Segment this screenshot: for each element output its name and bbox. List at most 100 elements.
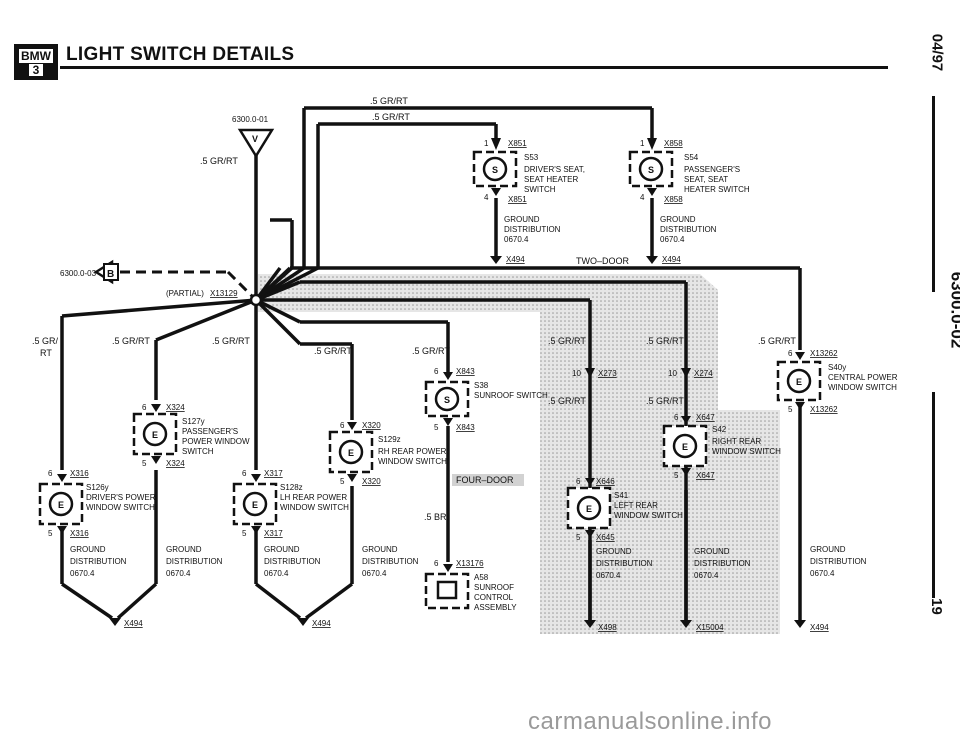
right-gnd-point: X494 xyxy=(810,623,829,632)
s126y-line-2: WINDOW SWITCH xyxy=(86,503,155,512)
a58-line-3: ASSEMBLY xyxy=(474,603,517,612)
s40y-ground-1: GROUND xyxy=(810,545,846,554)
s129z-conn-top: X320 xyxy=(362,421,381,430)
svg-text:E: E xyxy=(586,504,592,514)
s126y-conn-top: X316 xyxy=(70,469,89,478)
s42-line-1: RIGHT REAR xyxy=(712,437,761,446)
s129z-conn-bot: X320 xyxy=(362,477,381,486)
s40y-line-1: CENTRAL POWER xyxy=(828,373,898,382)
s53-pin-top: 1 xyxy=(484,139,489,148)
wire-label-c: .5 GR/RT xyxy=(314,346,352,356)
x15004-label: X15004 xyxy=(696,623,724,632)
window-switch-icon xyxy=(786,368,812,394)
svg-text:S: S xyxy=(648,165,654,175)
bmw-logo: BMW 3 xyxy=(14,44,58,80)
s42-line-2: WINDOW SWITCH xyxy=(712,447,781,456)
a58-name: A58 xyxy=(474,573,489,582)
s38-conn-top: X843 xyxy=(456,367,475,376)
s129z-ground-3: 0670.4 xyxy=(362,569,387,578)
s127y-ground-3: 0670.4 xyxy=(166,569,191,578)
s126y-line-1: DRIVER'S POWER xyxy=(86,493,156,502)
s42-ground-2: DISTRIBUTION xyxy=(694,559,751,568)
s128z-ground-3: 0670.4 xyxy=(264,569,289,578)
ground-icon xyxy=(646,256,658,264)
s53-pin-bot: 4 xyxy=(484,193,489,202)
s129z-ground-2: DISTRIBUTION xyxy=(362,557,419,566)
wire-label-i: .5 GR/RT xyxy=(758,336,796,346)
wire-label-gr: .5 GR/ xyxy=(32,336,59,346)
s129z-ground-1: GROUND xyxy=(362,545,398,554)
svg-text:B: B xyxy=(107,269,114,280)
s40y-name: S40y xyxy=(828,363,846,372)
s40y-ground-2: DISTRIBUTION xyxy=(810,557,867,566)
ref-6300-03: 6300.0-03 xyxy=(60,269,97,278)
logo-series: 3 xyxy=(29,64,43,76)
s53-line-3: SWITCH xyxy=(524,185,556,194)
s41-ground-2: DISTRIBUTION xyxy=(596,559,653,568)
svg-text:E: E xyxy=(796,377,802,387)
ref-b-box xyxy=(103,263,119,281)
s53-name: S53 xyxy=(524,153,539,162)
splice-node xyxy=(249,293,263,307)
s41-name: S41 xyxy=(614,491,629,500)
s42-pin-top: 6 xyxy=(674,413,679,422)
s128z-line-1: LH REAR POWER xyxy=(280,493,347,502)
side-rule-upper xyxy=(932,96,935,292)
ground-icon xyxy=(680,620,692,628)
logo-brand: BMW xyxy=(19,49,53,63)
wire-label-f: .5 GR/RT xyxy=(646,336,684,346)
window-switch-icon xyxy=(338,439,364,465)
svg-text:E: E xyxy=(682,442,688,452)
s38-pin-bot: 5 xyxy=(434,423,439,432)
s40y-box xyxy=(776,360,822,402)
wire-label-rt: RT xyxy=(40,348,52,358)
ref-6300-01: 6300.0-01 xyxy=(232,115,269,124)
window-switch-icon xyxy=(242,491,268,517)
s129z-name: S129z xyxy=(378,435,401,444)
wire-label-h: .5 GR/RT xyxy=(646,396,684,406)
s53-line-2: SEAT HEATER xyxy=(524,175,578,184)
s126y-conn-bot: X316 xyxy=(70,529,89,538)
s38-pin-top: 6 xyxy=(434,367,439,376)
s127y-line-1: PASSENGER'S xyxy=(182,427,238,436)
pin-10-b: 10 xyxy=(668,369,677,378)
ground-icon xyxy=(109,618,121,626)
top-wire-label-1: .5 GR/RT xyxy=(370,96,408,106)
svg-text:E: E xyxy=(348,448,354,458)
ref-arrow-down-icon xyxy=(237,128,275,159)
x273-label: X273 xyxy=(598,369,617,378)
a58-pin-top: 6 xyxy=(434,559,439,568)
s38-line-1: SUNROOF SWITCH xyxy=(474,391,548,400)
s128z-ground-1: GROUND xyxy=(264,545,300,554)
ground-leads xyxy=(60,198,802,620)
s127y-line-3: SWITCH xyxy=(182,447,214,456)
switch-boxes xyxy=(38,150,822,610)
svg-text:S: S xyxy=(492,165,498,175)
s53-ground-1: GROUND xyxy=(504,215,540,224)
side-rule-lower xyxy=(932,392,935,598)
s54-pin-bot: 4 xyxy=(640,193,645,202)
s38-name: S38 xyxy=(474,381,489,390)
mid-gnd-point: X494 xyxy=(312,619,331,628)
s40y-ground-3: 0670.4 xyxy=(810,569,835,578)
ground-symbols xyxy=(109,256,806,628)
s54-conn-bot: X858 xyxy=(664,195,683,204)
pin-marks xyxy=(57,138,805,572)
s41-line-1: LEFT REAR xyxy=(614,501,658,510)
s42-conn-top: X647 xyxy=(696,413,715,422)
s129z-line-1: RH REAR POWER xyxy=(378,447,447,456)
s129z-pin-top: 6 xyxy=(340,421,345,430)
s127y-conn-bot: X324 xyxy=(166,459,185,468)
s40y-pin-top: 6 xyxy=(788,349,793,358)
s128z-pin-bot: 5 xyxy=(242,529,247,538)
s41-ground-1: GROUND xyxy=(596,547,632,556)
s126y-box xyxy=(38,482,84,526)
wire-label-left-top: .5 GR/RT xyxy=(200,156,238,166)
s41-ground-3: 0670.4 xyxy=(596,571,621,580)
s128z-ground-2: DISTRIBUTION xyxy=(264,557,321,566)
s53-line-1: DRIVER'S SEAT, xyxy=(524,165,585,174)
left-gnd-point: X494 xyxy=(124,619,143,628)
partial-dashed-lead xyxy=(120,270,258,302)
